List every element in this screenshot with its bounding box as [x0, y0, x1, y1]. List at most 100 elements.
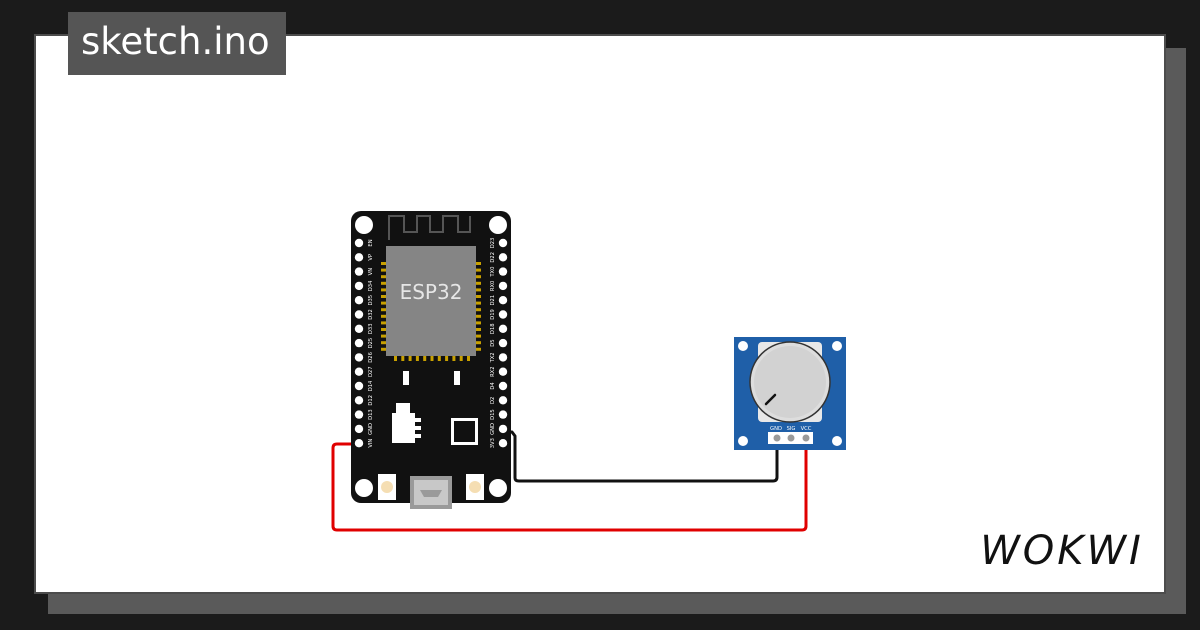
esp32-pin-tx0[interactable]: [498, 267, 508, 276]
esp32-pin-d14[interactable]: [354, 381, 364, 391]
module-pad: [381, 295, 387, 298]
esp32-pin-vn[interactable]: [354, 267, 364, 276]
esp32-pin-rx0[interactable]: [498, 281, 508, 291]
module-pad: [381, 347, 387, 351]
esp32-pin-label: D35: [368, 295, 374, 306]
simulation-canvas[interactable]: [34, 34, 1166, 594]
module-pad: [475, 341, 481, 345]
esp32-pin-d18[interactable]: [498, 324, 508, 333]
esp32-pin-label: D4: [490, 382, 496, 390]
esp32-left-header: ENVPVND34D35D32D33D25D26D27D14D12D13GNDV…: [354, 238, 374, 448]
esp32-pin-label: D26: [368, 352, 374, 363]
pot-pin-sig[interactable]: [787, 434, 795, 442]
module-pad: [408, 355, 412, 361]
module-pad: [401, 355, 405, 361]
wire-gnd[interactable]: [505, 430, 779, 483]
esp32-pin-d26[interactable]: [354, 353, 364, 362]
esp32-pin-d12[interactable]: [354, 396, 364, 405]
pot-label-gnd: GND: [770, 426, 782, 432]
esp32-pin-label: RX2: [490, 366, 496, 376]
module-pad: [475, 328, 481, 331]
module-pad: [381, 275, 387, 279]
module-pad: [381, 308, 387, 312]
esp32-pin-label: D33: [368, 323, 374, 334]
esp32-pin-d32[interactable]: [354, 310, 364, 319]
esp32-pin-label: D32: [368, 309, 374, 320]
esp32-pin-label: VP: [368, 254, 374, 261]
module-pad: [475, 275, 481, 279]
pot-pin-gnd[interactable]: [773, 434, 781, 442]
esp32-pin-label: D23: [490, 238, 496, 249]
module-pad: [475, 321, 481, 325]
esp32-pin-3v3[interactable]: [498, 439, 508, 448]
regulator-tab-icon: [396, 403, 410, 413]
esp32-pin-d35[interactable]: [354, 296, 364, 305]
boot-button[interactable]: [381, 481, 393, 493]
mounting-hole-icon: [738, 436, 748, 446]
module-pad: [381, 301, 387, 305]
mounting-hole-icon: [738, 341, 748, 351]
esp32-pin-d23[interactable]: [498, 238, 508, 248]
esp32-pin-gnd[interactable]: [498, 424, 508, 434]
esp32-pin-label: D18: [490, 323, 496, 334]
esp32-pin-label: D5: [490, 339, 496, 346]
esp32-pin-d34[interactable]: [354, 281, 364, 291]
esp32-pin-d19[interactable]: [498, 310, 508, 319]
esp32-pin-d4[interactable]: [498, 381, 508, 391]
esp32-pin-vp[interactable]: [354, 253, 364, 262]
esp32-pin-label: D25: [368, 338, 374, 349]
module-pad: [381, 268, 387, 272]
esp32-pin-d15[interactable]: [498, 410, 508, 419]
usb-uart-chip-inner: [454, 421, 475, 442]
esp32-pin-label: D12: [368, 395, 374, 406]
esp32-pin-d27[interactable]: [354, 367, 364, 376]
esp32-pin-vin[interactable]: [354, 439, 364, 448]
esp32-pin-d25[interactable]: [354, 338, 364, 348]
smd-component-icon: [403, 371, 409, 385]
esp32-pin-d13[interactable]: [354, 410, 364, 419]
pot-knob-indicator: [764, 393, 777, 406]
wire-vin[interactable]: [331, 438, 808, 532]
module-pad: [475, 314, 481, 318]
chip-label: ESP32: [400, 280, 463, 304]
esp32-pin-d33[interactable]: [354, 324, 364, 333]
potentiometer[interactable]: GND SIG VCC: [734, 337, 846, 450]
module-pad: [475, 308, 481, 312]
esp32-pin-d21[interactable]: [498, 296, 508, 305]
esp32-pin-tx2[interactable]: [498, 353, 508, 362]
micro-usb-slot: [420, 490, 442, 497]
esp32-pin-d2[interactable]: [498, 396, 508, 405]
module-pad: [475, 301, 481, 305]
esp32-pin-d22[interactable]: [498, 253, 508, 262]
module-pad: [381, 288, 387, 292]
esp32-pin-label: D22: [490, 252, 496, 263]
esp32-pin-label: D2: [490, 397, 496, 404]
module-pad: [452, 355, 456, 361]
wokwi-logo: WOKWI: [980, 528, 1144, 574]
esp32-pin-en[interactable]: [354, 238, 364, 248]
module-pad: [475, 347, 481, 351]
module-pad: [475, 288, 481, 292]
mounting-hole-icon: [489, 216, 507, 234]
module-pad: [423, 355, 427, 361]
wokwi-logo-text: WOKWI: [980, 528, 1144, 574]
esp32-pin-d5[interactable]: [498, 338, 508, 348]
reset-button[interactable]: [469, 481, 481, 493]
pot-knob[interactable]: [754, 346, 826, 418]
esp32-pin-label: GND: [490, 423, 496, 435]
esp32-pin-label: D21: [490, 295, 496, 306]
esp32-pin-gnd[interactable]: [354, 424, 364, 434]
esp32-pin-rx2[interactable]: [498, 367, 508, 376]
module-pad: [430, 355, 434, 361]
esp32-pin-label: D19: [490, 309, 496, 320]
pot-pin-vcc[interactable]: [802, 434, 810, 442]
module-pad: [445, 355, 449, 361]
module-pad: [381, 262, 387, 265]
module-pad: [381, 334, 387, 338]
module-pad: [415, 355, 419, 361]
esp32-pin-label: D34: [368, 280, 374, 291]
esp32-pin-label: GND: [368, 423, 374, 435]
esp32-devkit[interactable]: ESP32 ENVPVND34D35D32D33D25D26D27D14D12D…: [351, 211, 511, 509]
module-pad: [459, 355, 463, 361]
